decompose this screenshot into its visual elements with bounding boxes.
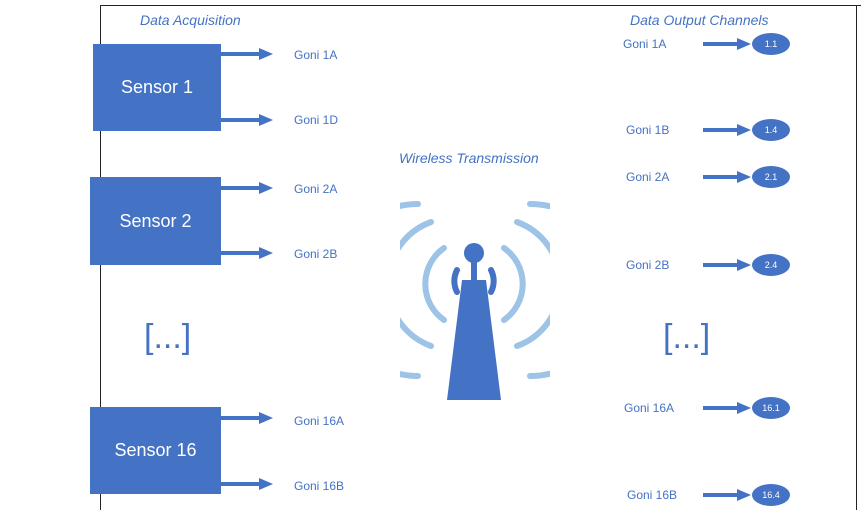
sensor-2-block: Sensor 2 xyxy=(90,177,221,265)
channel-5-label: Goni 16A xyxy=(624,401,675,415)
channel-1-arrow xyxy=(703,38,751,50)
sensor-2-arrow-a xyxy=(221,182,273,194)
channel-5-arrow xyxy=(703,402,751,414)
title-data-acquisition: Data Acquisition xyxy=(140,12,241,28)
sensor-ellipsis: [...] xyxy=(144,318,192,356)
channel-1-badge: 1.1 xyxy=(752,33,790,55)
sensor-1-output-a-label: Goni 1A xyxy=(294,48,338,62)
channel-6-label: Goni 16B xyxy=(627,488,678,502)
title-wireless-transmission: Wireless Transmission xyxy=(399,150,539,166)
sensor-1-block: Sensor 1 xyxy=(93,44,221,131)
sensor-2-output-b-label: Goni 2B xyxy=(294,247,338,261)
channel-2-arrow xyxy=(703,124,751,136)
channel-2-badge: 1.4 xyxy=(752,119,790,141)
channel-5-badge: 16.1 xyxy=(752,397,790,419)
wireless-tower-icon xyxy=(400,201,550,400)
frame-right-border xyxy=(856,5,857,510)
sensor-1-arrow-b xyxy=(221,114,273,126)
channel-4-arrow xyxy=(703,259,751,271)
sensor-16-block: Sensor 16 xyxy=(90,407,221,494)
title-data-output-channels: Data Output Channels xyxy=(630,12,769,28)
sensor-2-arrow-b xyxy=(221,247,273,259)
sensor-16-arrow-b xyxy=(221,478,273,490)
sensor-1-arrow-a xyxy=(221,48,273,60)
channel-3-badge: 2.1 xyxy=(752,166,790,188)
channel-6-badge: 16.4 xyxy=(752,484,790,506)
sensor-16-output-a-label: Goni 16A xyxy=(294,414,345,428)
frame-top-border xyxy=(100,5,861,6)
channel-2-label: Goni 1B xyxy=(626,123,670,137)
channel-1-label: Goni 1A xyxy=(623,37,667,51)
channel-3-arrow xyxy=(703,171,751,183)
sensor-2-output-a-label: Goni 2A xyxy=(294,182,338,196)
sensor-16-arrow-a xyxy=(221,412,273,424)
channel-ellipsis: [...] xyxy=(663,318,711,356)
sensor-16-output-b-label: Goni 16B xyxy=(294,479,345,493)
sensor-1-output-b-label: Goni 1D xyxy=(294,113,339,127)
channel-4-badge: 2.4 xyxy=(752,254,790,276)
channel-4-label: Goni 2B xyxy=(626,258,670,272)
channel-3-label: Goni 2A xyxy=(626,170,670,184)
channel-6-arrow xyxy=(703,489,751,501)
